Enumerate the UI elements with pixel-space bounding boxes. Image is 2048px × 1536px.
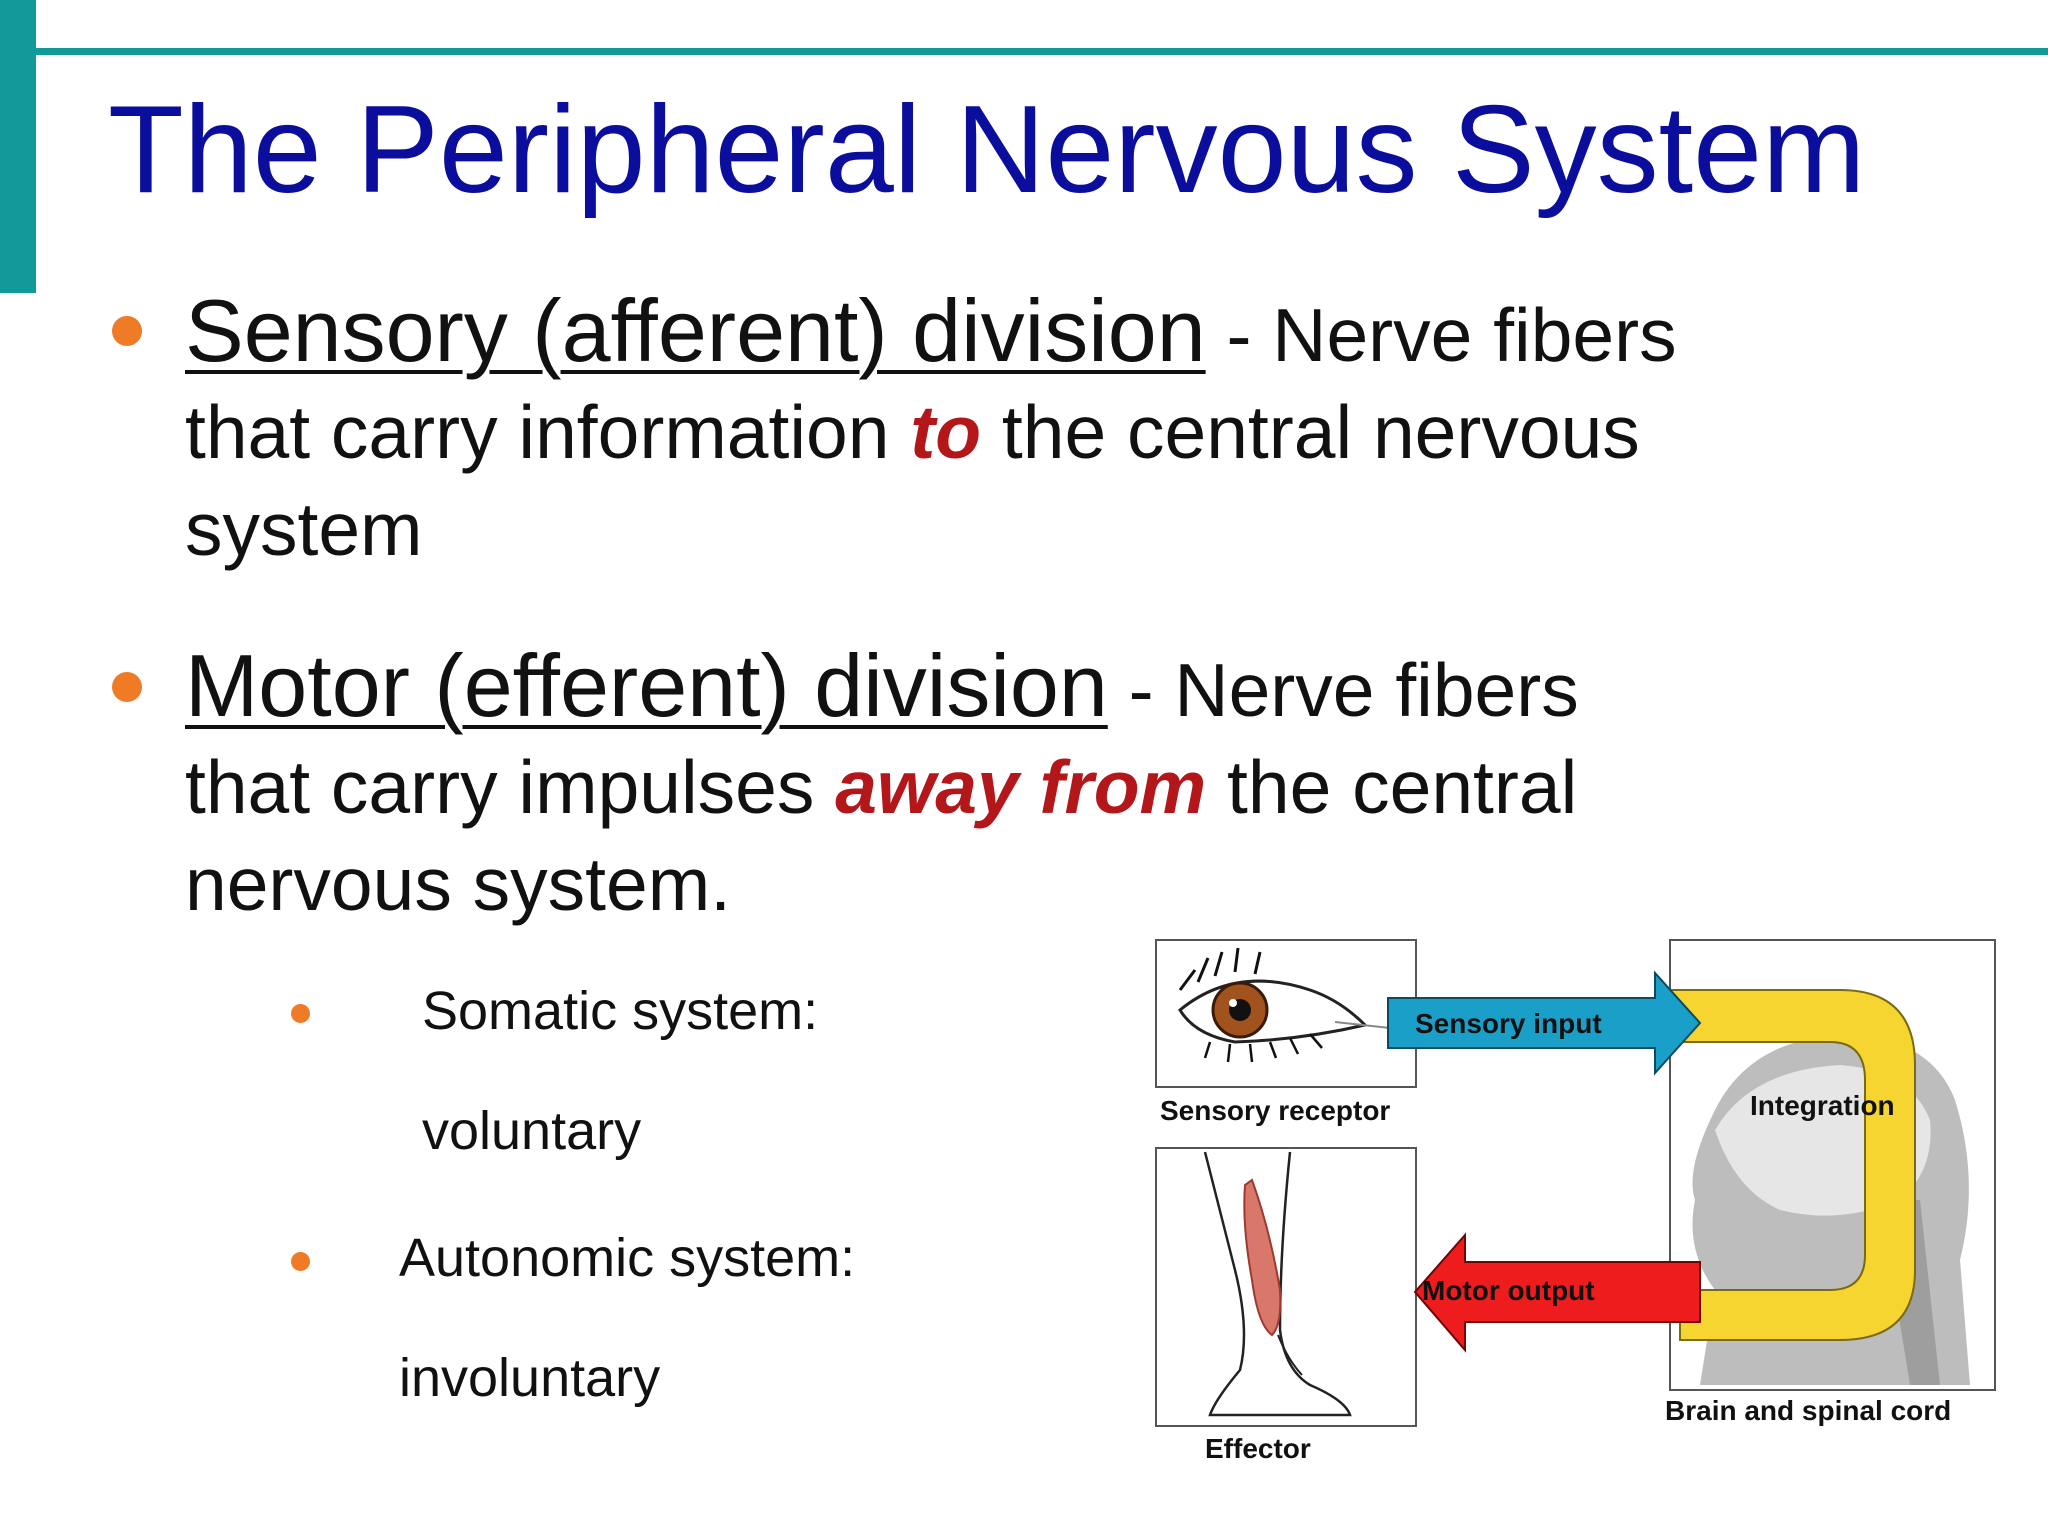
slide-title: The Peripheral Nervous System <box>108 81 1866 219</box>
motor-division-paragraph: Motor (efferent) division - Nerve fibers… <box>185 637 1695 933</box>
bullet-marker <box>112 672 142 702</box>
effector-panel <box>1155 1147 1417 1427</box>
integration-label: Integration <box>1750 1090 1895 1121</box>
motor-emphasis: away from <box>835 745 1207 829</box>
sensory-receptor-label: Sensory receptor <box>1160 1095 1390 1126</box>
leg-icon <box>1203 1151 1352 1417</box>
brain-panel <box>1659 939 1996 1391</box>
sensory-text-before: Nerve fibers that carry information <box>185 293 1677 474</box>
pns-diagram: Sensory receptor Effector Integration Br… <box>1140 930 2020 1470</box>
motor-output-label: Motor output <box>1422 1275 1595 1306</box>
brain-spinal-cord-label: Brain and spinal cord <box>1665 1395 1951 1426</box>
sensory-division-paragraph: Sensory (afferent) division - Nerve fibe… <box>185 282 1745 578</box>
sensory-text-after: the central nervous system <box>185 390 1640 571</box>
sub-bullet-marker <box>291 1252 310 1271</box>
motor-division-heading: Motor (efferent) division <box>185 636 1108 735</box>
autonomic-label: Autonomic system: <box>399 1228 856 1288</box>
motor-text-before: Nerve fibers that carry impulses <box>185 648 1579 829</box>
sensory-input-arrow: Sensory input <box>1387 970 1702 1076</box>
dash: - <box>1107 648 1175 732</box>
bullet-marker <box>112 316 142 346</box>
sensory-emphasis: to <box>910 390 982 474</box>
somatic-label: Somatic system: <box>422 981 819 1041</box>
accent-bar <box>0 0 36 293</box>
sub-bullet-marker <box>291 1004 310 1023</box>
sensory-division-heading: Sensory (afferent) division <box>185 281 1206 380</box>
motor-output-arrow: Motor output <box>1413 1232 1701 1353</box>
motor-text-after: the central nervous system. <box>185 745 1578 926</box>
accent-line <box>36 48 2048 55</box>
effector-label: Effector <box>1205 1433 1311 1464</box>
autonomic-value: involuntary <box>399 1348 661 1408</box>
sensory-input-label: Sensory input <box>1415 1008 1602 1039</box>
eye-icon <box>1178 947 1391 1063</box>
somatic-value: voluntary <box>422 1101 642 1161</box>
sensory-receptor-panel <box>1155 939 1417 1088</box>
dash: - <box>1205 293 1273 377</box>
